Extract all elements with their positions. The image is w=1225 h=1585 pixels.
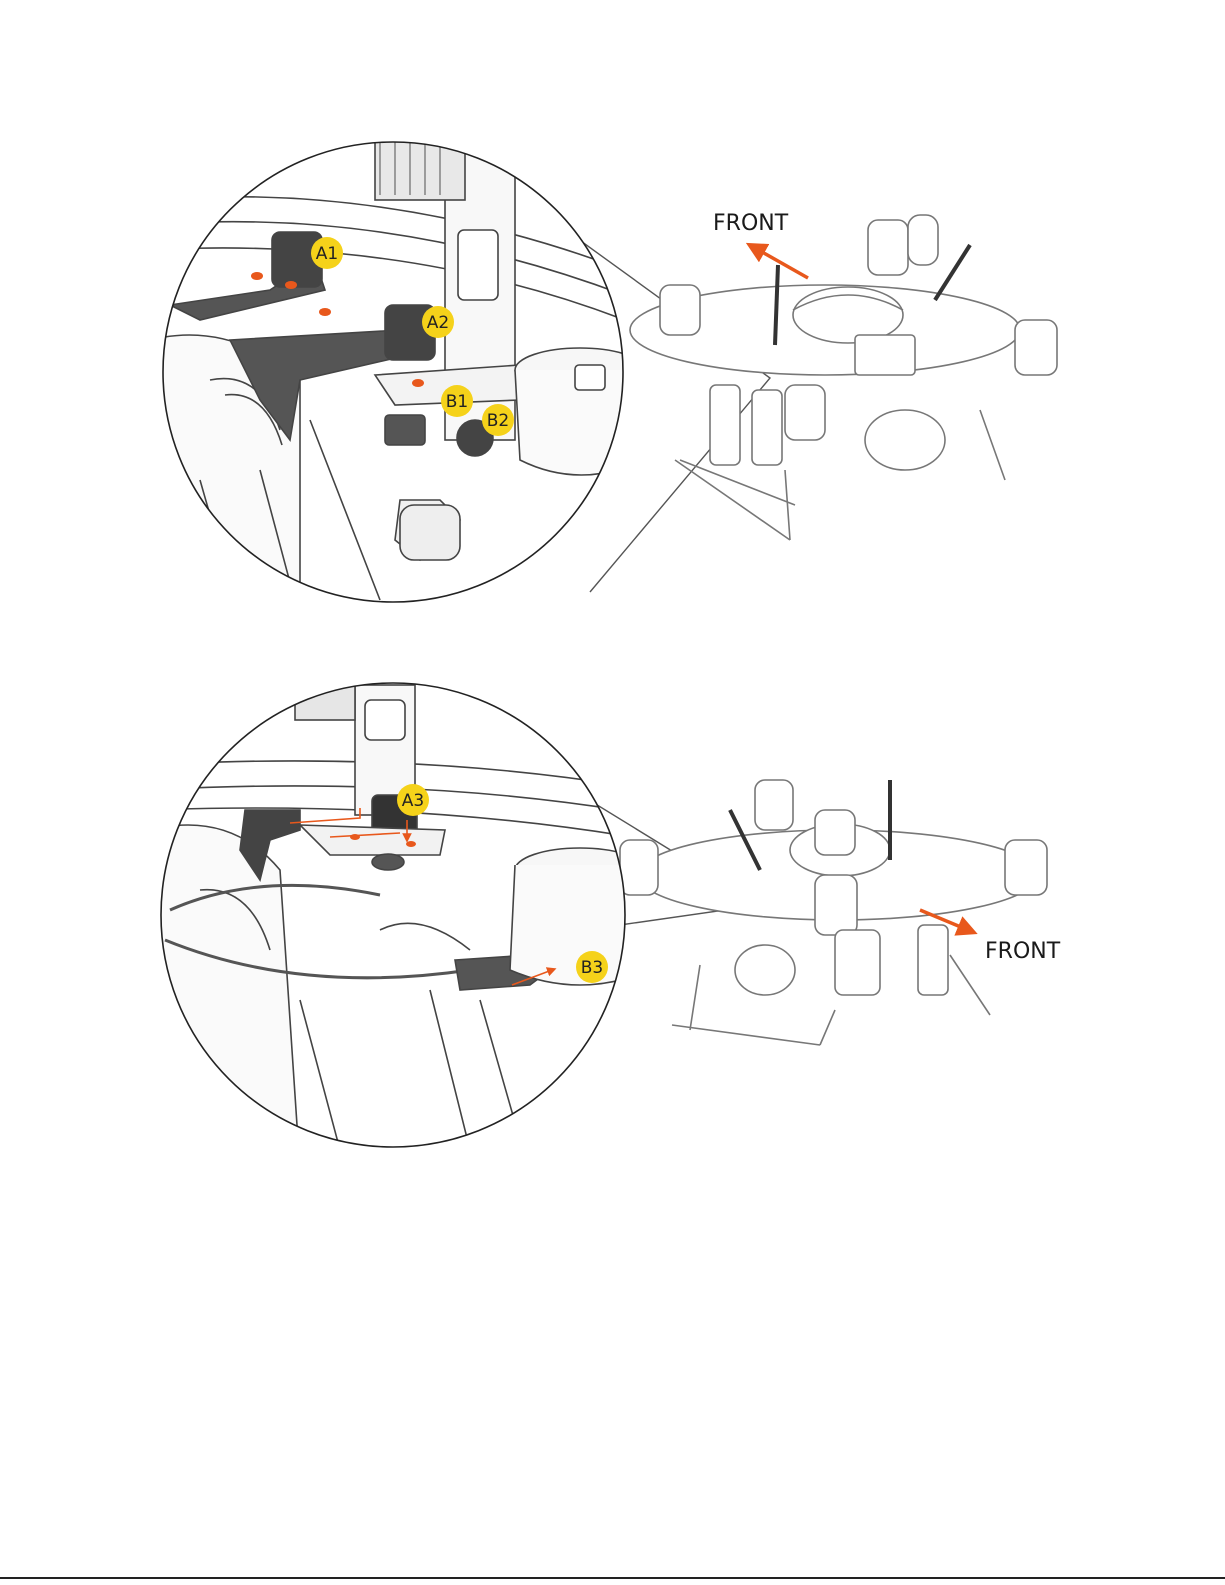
svg-text:B2: B2 (487, 411, 509, 431)
callout-b3: B3 (576, 951, 608, 983)
drone-illustration-2 (620, 780, 1047, 1045)
callout-a2: A2 (422, 306, 454, 338)
svg-text:B3: B3 (581, 958, 603, 978)
front-label-2: FRONT (985, 939, 1061, 964)
page-bottom-rule (0, 1577, 1225, 1579)
zoom-circle-2 (150, 683, 650, 1170)
callout-b2: B2 (482, 404, 514, 436)
callout-a1: A1 (311, 237, 343, 269)
figure-1: FRONT (0, 0, 1225, 620)
svg-text:B1: B1 (446, 392, 468, 412)
callout-a3: A3 (397, 784, 429, 816)
svg-text:A1: A1 (316, 244, 338, 264)
callout-b1: B1 (441, 385, 473, 417)
drone-illustration (630, 215, 1057, 540)
zoom-circle-1 (150, 130, 650, 620)
svg-text:A3: A3 (402, 791, 424, 811)
figure-2: FRONT (0, 670, 1225, 1170)
front-arrow (755, 248, 808, 278)
front-label-1: FRONT (713, 211, 789, 236)
svg-text:A2: A2 (427, 313, 449, 333)
